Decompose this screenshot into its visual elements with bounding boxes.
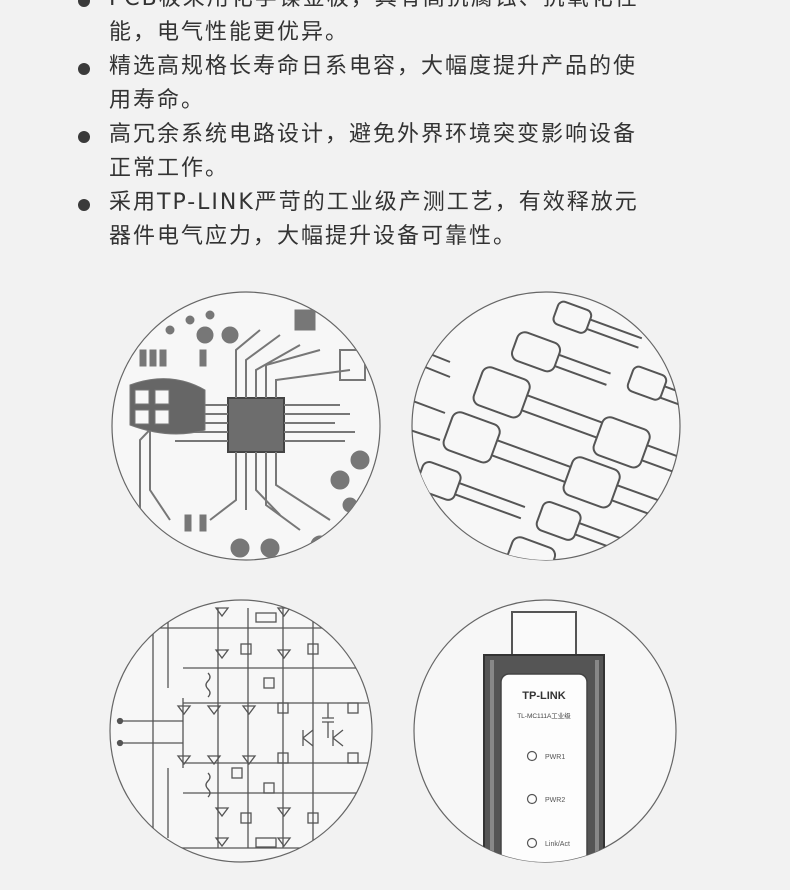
feature-item-capacitor: 精选高规格长寿命日系电容，大幅度提升产品的使 用寿命。 bbox=[78, 50, 698, 118]
led-label: PWR1 bbox=[545, 754, 565, 761]
feature-text-line2: 器件电气应力，大幅提升设备可靠性。 bbox=[109, 224, 518, 249]
bullet-dot bbox=[78, 131, 90, 143]
chip-icon bbox=[227, 397, 285, 453]
feature-text-line1: PCB板采用化学镍金板，具有高抗腐蚀、抗氧化性 bbox=[109, 0, 698, 16]
model-label: TL-MC111A工业级 bbox=[517, 711, 571, 720]
resistor-icon bbox=[255, 612, 277, 623]
capacitor-icon bbox=[442, 411, 583, 488]
led-pwr2-icon bbox=[526, 793, 538, 805]
led-link-icon bbox=[526, 837, 538, 849]
device-illustration: TP-LINK TL-MC111A工业级 PWR1 PWR2 Link/Act bbox=[413, 599, 677, 863]
device-front-panel bbox=[500, 673, 588, 862]
led-label: Link/Act bbox=[545, 841, 570, 848]
bullet-dot bbox=[78, 0, 90, 7]
circuit-schematic-illustration bbox=[109, 599, 373, 863]
feature-text-line2: 用寿命。 bbox=[109, 88, 206, 113]
led-label: PWR2 bbox=[545, 797, 565, 804]
led-pwr1-icon bbox=[526, 750, 538, 762]
bullet-dot bbox=[78, 63, 90, 75]
brand-logo: TP-LINK bbox=[522, 690, 565, 702]
capacitor-icon bbox=[472, 366, 613, 443]
pcb-board-illustration bbox=[111, 291, 381, 561]
capacitor-icon bbox=[505, 536, 557, 560]
feature-text-line2: 能，电气性能更优异。 bbox=[109, 20, 350, 45]
feature-item-pcb: PCB板采用化学镍金板，具有高抗腐蚀、抗氧化性 能，电气性能更优异。 bbox=[78, 0, 698, 50]
feature-item-redundancy: 高冗余系统电路设计，避免外界环境突变影响设备 正常工作。 bbox=[78, 118, 698, 186]
capacitor-icon bbox=[562, 456, 680, 526]
capacitor-icon bbox=[535, 500, 646, 560]
feature-text-line2: 正常工作。 bbox=[109, 156, 230, 181]
device-connector bbox=[511, 611, 577, 659]
feature-text-line1: 高冗余系统电路设计，避免外界环境突变影响设备 bbox=[109, 122, 638, 147]
capacitor-icon bbox=[552, 300, 643, 349]
feature-text-line1: 采用TP-LINK严苛的工业级产测工艺，有效释放元 bbox=[109, 190, 639, 215]
feature-list: PCB板采用化学镍金板，具有高抗腐蚀、抗氧化性 能，电气性能更优异。 精选高规格… bbox=[78, 0, 698, 254]
resistor-icon bbox=[255, 837, 277, 848]
capacitor-icon bbox=[510, 331, 611, 386]
bullet-dot bbox=[78, 199, 90, 211]
capacitor-illustration bbox=[411, 291, 681, 561]
feature-item-testing: 采用TP-LINK严苛的工业级产测工艺，有效释放元 器件电气应力，大幅提升设备可… bbox=[78, 186, 698, 254]
capacitor-icon bbox=[626, 365, 680, 418]
feature-text-line1: 精选高规格长寿命日系电容，大幅度提升产品的使 bbox=[109, 54, 638, 79]
